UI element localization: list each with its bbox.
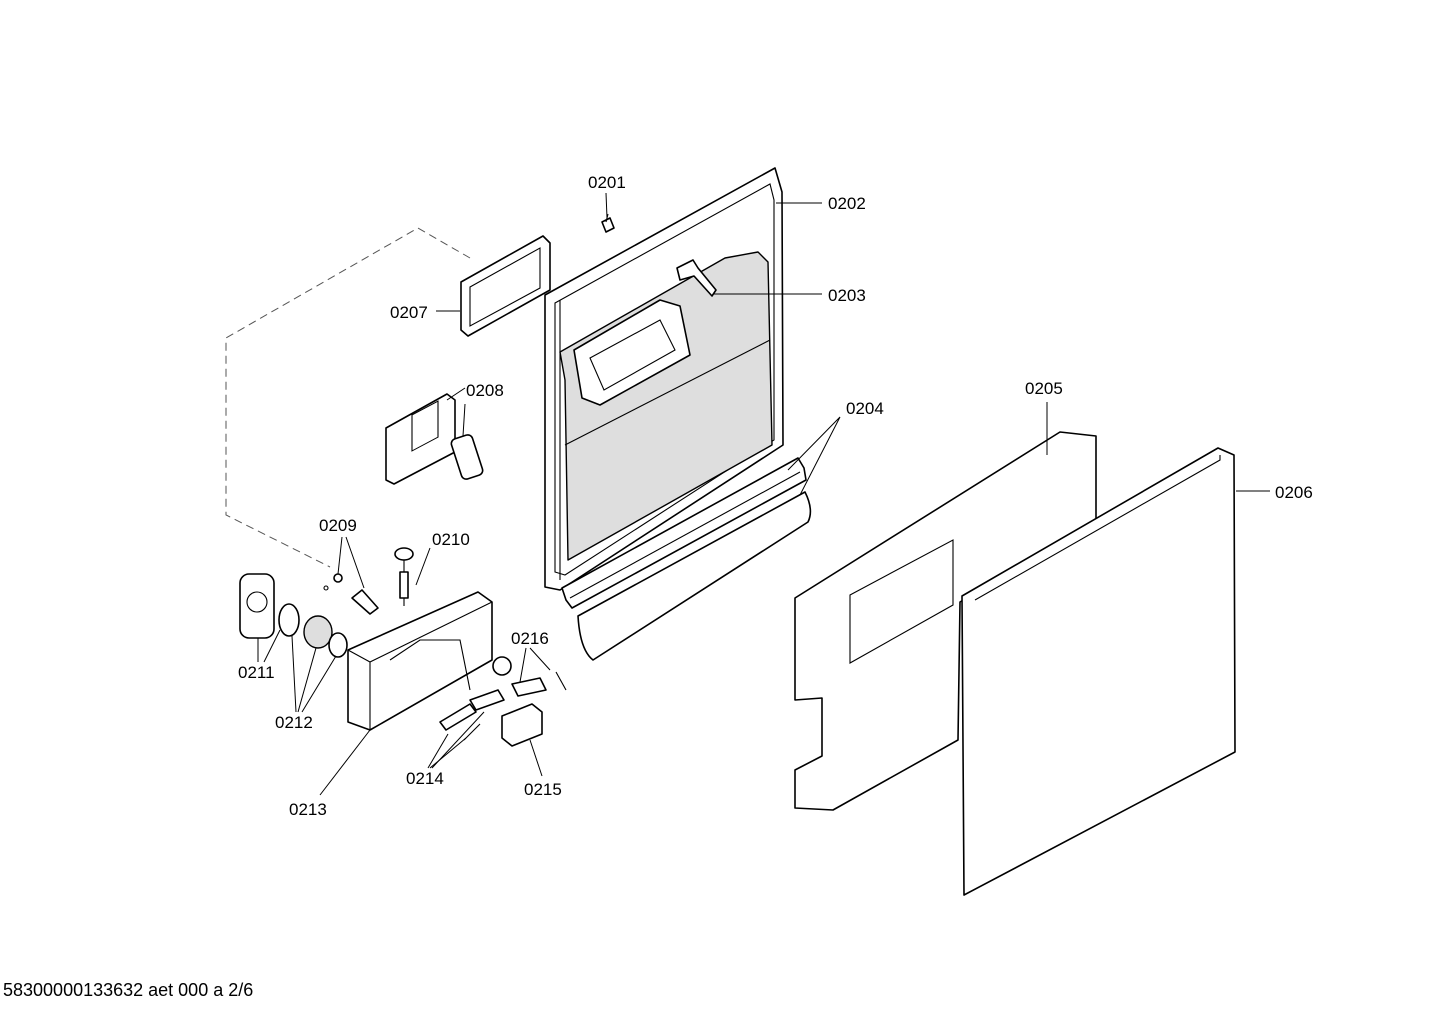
ring-parts: [278, 603, 348, 658]
switch-part: [501, 703, 543, 747]
label-0215: 0215: [524, 780, 562, 799]
control-housing-part: [347, 591, 493, 731]
label-0201: 0201: [588, 173, 626, 192]
label-0214: 0214: [406, 769, 444, 788]
pin-part: [394, 547, 414, 606]
label-0216: 0216: [511, 629, 549, 648]
label-0210: 0210: [432, 530, 470, 549]
label-0207: 0207: [390, 303, 428, 322]
label-0204: 0204: [846, 399, 884, 418]
inner-panel-part: [794, 431, 1097, 811]
label-0209: 0209: [319, 516, 357, 535]
label-0212: 0212: [275, 713, 313, 732]
hinge-rail-part: [561, 457, 812, 661]
label-0205: 0205: [1025, 379, 1063, 398]
assembly-dashed-outline: [225, 227, 471, 568]
label-0211: 0211: [238, 663, 275, 682]
spring-parts: [439, 689, 505, 741]
inner-door-frame: [544, 167, 784, 591]
label-0213: 0213: [289, 800, 327, 819]
filter-cover-part: [385, 393, 484, 485]
lever-part: [492, 656, 567, 697]
label-0206: 0206: [1275, 483, 1313, 502]
bracket-part: [676, 259, 717, 297]
cap-part: [239, 573, 275, 639]
drawing-code: 58300000133632 aet 000 a 2/6: [3, 980, 254, 1000]
label-0202: 0202: [828, 194, 866, 213]
label-0203: 0203: [828, 286, 866, 305]
part-labels: 0201 0202 0203 0204 0205 0206 0207 0208 …: [238, 173, 1313, 819]
label-0208: 0208: [466, 381, 504, 400]
leader-lines: [257, 192, 1270, 796]
outer-door-panel-part: [961, 447, 1236, 896]
screw-parts: [323, 573, 379, 615]
clip-part: [601, 213, 615, 233]
seal-frame-part: [460, 235, 551, 337]
